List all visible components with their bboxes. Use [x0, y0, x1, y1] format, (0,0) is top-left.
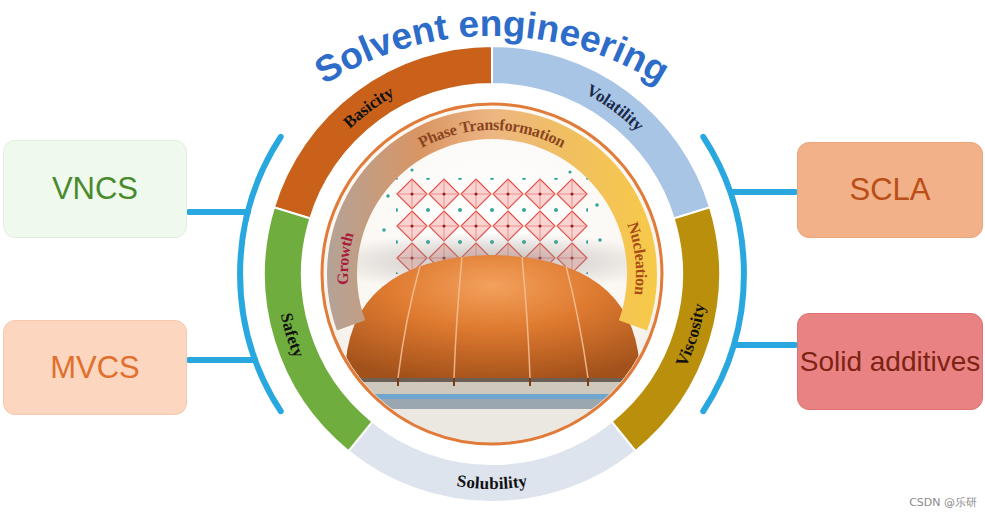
- layer: [300, 394, 690, 399]
- layer: [300, 382, 690, 394]
- ring-band: [264, 207, 372, 451]
- watermark: CSDN @乐研: [909, 495, 977, 510]
- ring-band: [492, 46, 710, 218]
- method-box: VNCS: [3, 140, 187, 238]
- process-label: Phase Transformation: [415, 115, 569, 150]
- ring-band: [274, 46, 492, 218]
- layer: [300, 399, 690, 409]
- box-label: VNCS: [52, 170, 138, 207]
- bracket: [189, 137, 281, 411]
- contacts: [398, 378, 588, 386]
- lattice-ions: [382, 168, 602, 241]
- dome-grid: [398, 257, 588, 378]
- ring-band: [349, 422, 636, 502]
- layer: [300, 409, 690, 449]
- method-box: SCLA: [797, 142, 983, 238]
- ring-label: Basicity: [339, 82, 397, 132]
- ring-label: Volatility: [584, 80, 649, 135]
- process-label: Nucleation: [625, 220, 651, 296]
- bracket: [703, 137, 795, 411]
- ring-label: Safety: [277, 311, 309, 360]
- process-label: Growth: [333, 230, 356, 285]
- box-label: Solid additives: [800, 345, 981, 379]
- box-label: SCLA: [850, 171, 931, 208]
- dome: [345, 255, 640, 378]
- method-box: MVCS: [3, 320, 187, 415]
- process-band: [327, 109, 657, 330]
- ring-band: [612, 207, 720, 451]
- method-box: Solid additives: [797, 313, 983, 410]
- box-label: MVCS: [50, 349, 140, 386]
- diagram-title: Solvent engineering: [308, 3, 677, 92]
- device-illustration: [300, 168, 690, 449]
- ring-label: Solubility: [456, 471, 529, 493]
- ring-label: Viscosity: [671, 302, 708, 370]
